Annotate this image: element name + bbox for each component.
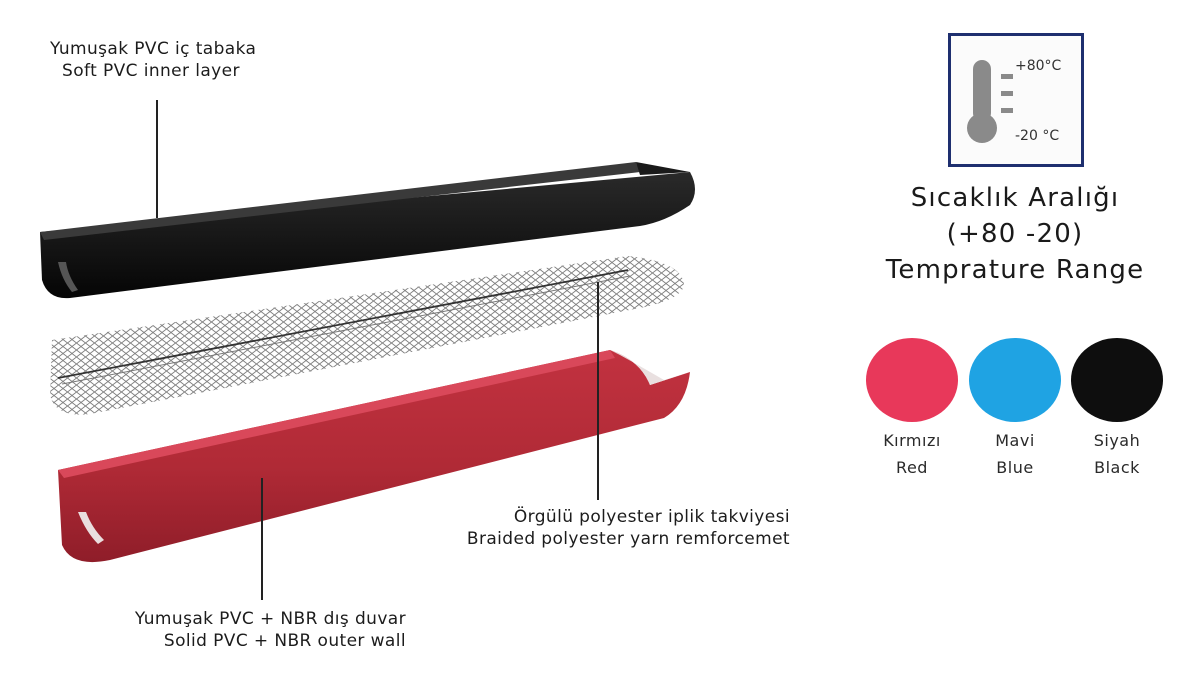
color-label-red: Kırmızı Red (857, 427, 967, 481)
color-label-blue-tr: Mavi (995, 431, 1035, 450)
yarn-mesh-shape (50, 256, 684, 415)
inner-layer-label: Yumuşak PVC iç tabaka Soft PVC inner lay… (50, 38, 256, 82)
temperature-icon-box: +80°C -20 °C (948, 33, 1084, 167)
outer-layer-tr: Yumuşak PVC + NBR dış duvar (134, 609, 406, 629)
outer-layer-label: Yumuşak PVC + NBR dış duvar Solid PVC + … (135, 608, 406, 652)
inner-layer-en: Soft PVC inner layer (62, 61, 240, 81)
temp-title-tr: Sıcaklık Aralığı (910, 183, 1120, 213)
yarn-layer-label: Örgülü polyester iplik takviyesi Braided… (467, 506, 790, 550)
color-label-black-en: Black (1094, 458, 1140, 477)
thermometer-icon (967, 60, 1013, 143)
temp-title-en: Temprature Range (885, 255, 1145, 285)
color-label-black: Siyah Black (1062, 427, 1172, 481)
yarn-layer-en: Braided polyester yarn remforcemet (466, 529, 790, 549)
hose-layers-diagram (40, 100, 695, 600)
yarn-layer-tr: Örgülü polyester iplik takviyesi (513, 507, 790, 527)
outer-wall-shape (58, 350, 690, 563)
temperature-range-title: Sıcaklık Aralığı (+80 -20) Temprature Ra… (860, 180, 1170, 288)
color-label-red-tr: Kırmızı (883, 431, 941, 450)
outer-layer-en: Solid PVC + NBR outer wall (163, 631, 406, 651)
color-label-blue: Mavi Blue (960, 427, 1070, 481)
color-label-black-tr: Siyah (1093, 431, 1141, 450)
temp-range-value: (+80 -20) (946, 219, 1084, 249)
inner-layer-tr: Yumuşak PVC iç tabaka (50, 39, 257, 59)
color-label-red-en: Red (896, 458, 928, 477)
color-swatch-red (866, 338, 958, 422)
inner-layer-shape (40, 162, 695, 299)
temp-max-label: +80°C (1015, 58, 1062, 74)
color-swatch-blue (969, 338, 1061, 422)
color-label-blue-en: Blue (996, 458, 1034, 477)
temp-min-label: -20 °C (1015, 128, 1060, 144)
color-swatch-black (1071, 338, 1163, 422)
